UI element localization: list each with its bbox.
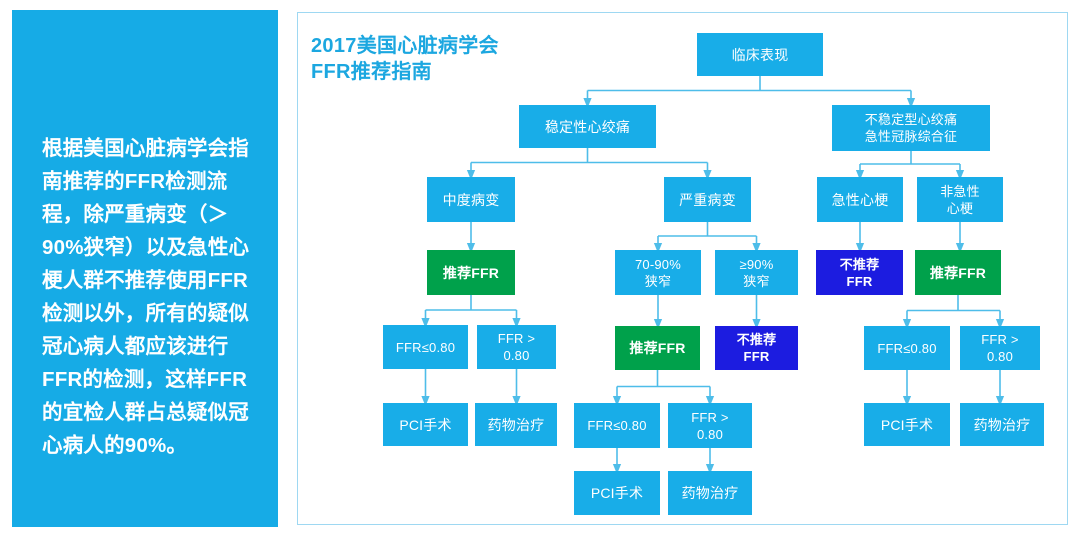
flow-node-n25[interactable]: PCI手术 [574,471,660,515]
flow-node-n6[interactable]: 急性心梗 [817,177,903,222]
flow-node-n20[interactable]: 药物治疗 [475,403,557,446]
flow-node-n5[interactable]: 严重病变 [664,177,751,222]
flow-node-n23[interactable]: PCI手术 [864,403,950,446]
flow-node-n3[interactable]: 不稳定型心绞痛 急性冠脉综合征 [832,105,990,151]
flow-node-n4[interactable]: 中度病变 [427,177,515,222]
flow-node-n9[interactable]: 70-90% 狭窄 [615,250,701,295]
flow-node-n21[interactable]: FFR≤0.80 [574,403,660,448]
flow-node-n10[interactable]: ≥90% 狭窄 [715,250,798,295]
flow-node-n18[interactable]: FFR > 0.80 [960,326,1040,370]
flow-node-n14[interactable]: FFR > 0.80 [477,325,556,369]
flow-node-n22[interactable]: FFR > 0.80 [668,403,752,448]
left-summary-panel: 根据美国心脏病学会指南推荐的FFR检测流程，除严重病变（＞90%狭窄）以及急性心… [12,10,278,527]
left-summary-text: 根据美国心脏病学会指南推荐的FFR检测流程，除严重病变（＞90%狭窄）以及急性心… [42,137,250,457]
flow-node-n1[interactable]: 临床表现 [697,33,823,76]
flow-node-n11[interactable]: 不推荐 FFR [816,250,903,295]
flow-node-n12[interactable]: 推荐FFR [915,250,1001,295]
flow-node-n26[interactable]: 药物治疗 [668,471,752,515]
flow-node-n17[interactable]: FFR≤0.80 [864,326,950,370]
flow-node-n19[interactable]: PCI手术 [383,403,468,446]
flow-node-n16[interactable]: 不推荐 FFR [715,326,798,370]
flow-node-n8[interactable]: 推荐FFR [427,250,515,295]
flow-node-n24[interactable]: 药物治疗 [960,403,1044,446]
flow-node-n13[interactable]: FFR≤0.80 [383,325,468,369]
flow-node-n15[interactable]: 推荐FFR [615,326,700,370]
page-title: 2017美国心脏病学会 FFR推荐指南 [311,35,499,83]
flow-node-n2[interactable]: 稳定性心绞痛 [519,105,656,148]
flow-node-n7[interactable]: 非急性 心梗 [917,177,1003,222]
